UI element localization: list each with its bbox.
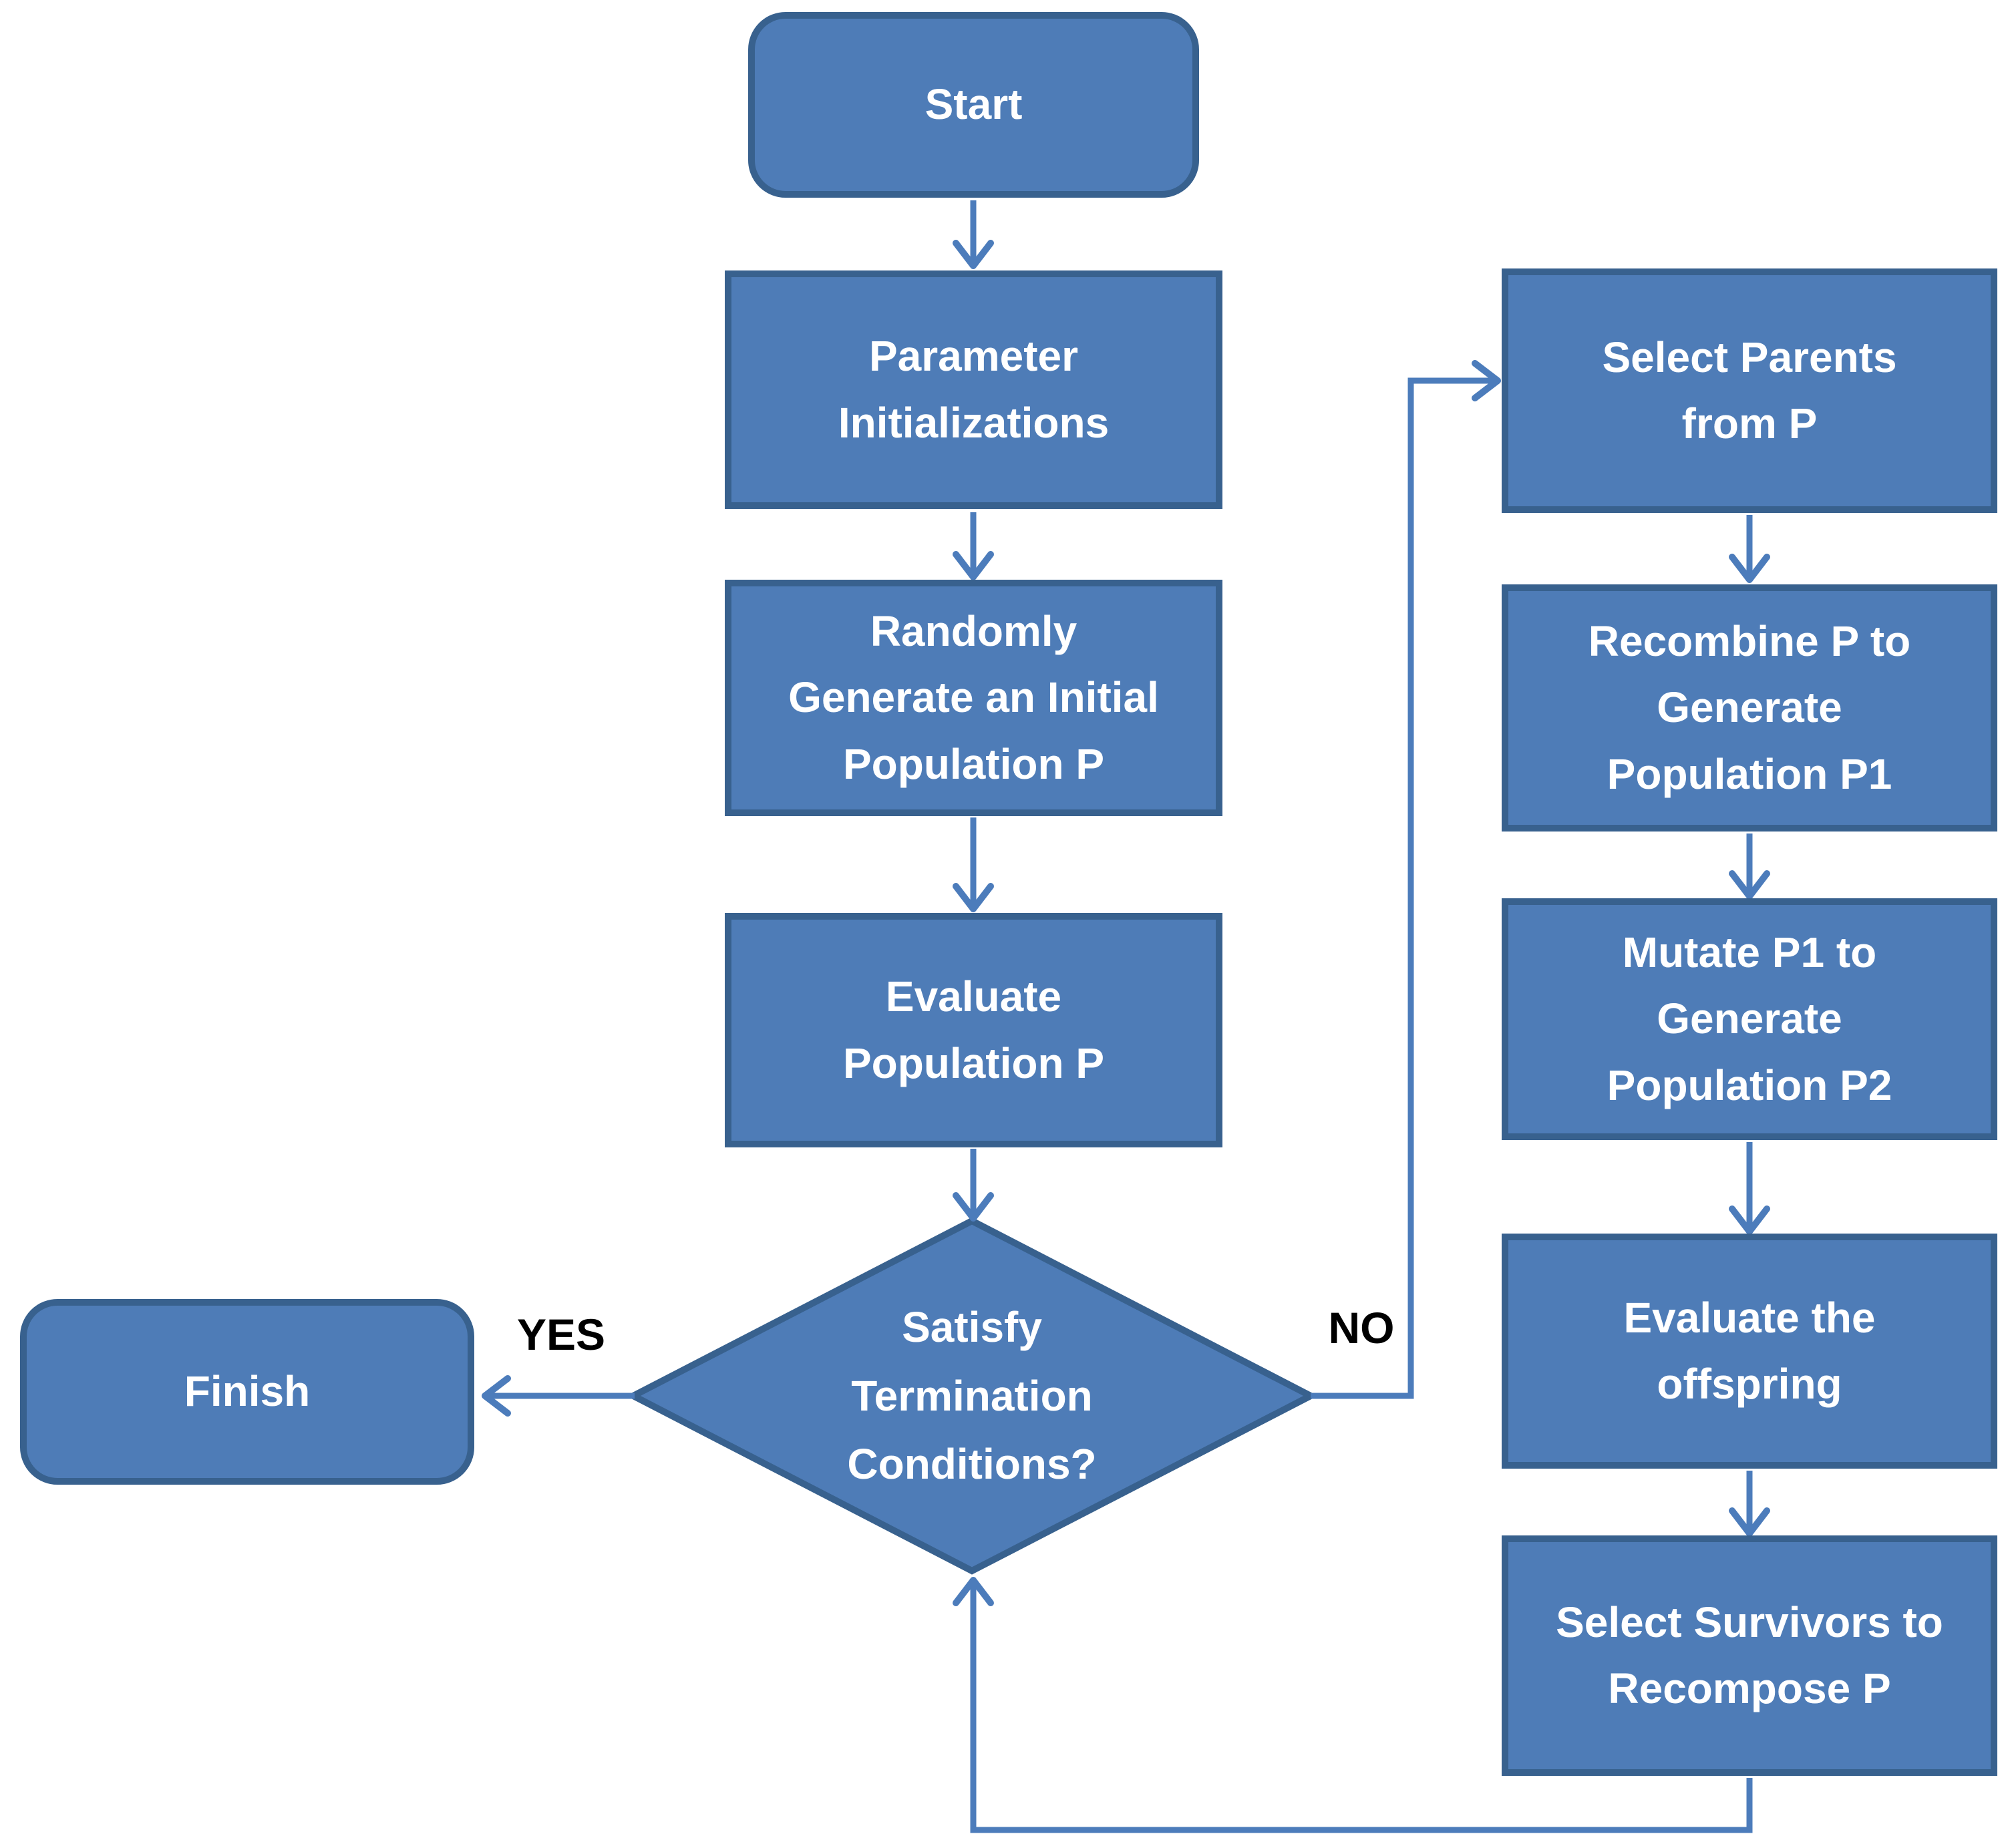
node-mutate-population: Mutate P1 to Generate Population P2: [1502, 898, 1997, 1140]
node-finish: Finish: [20, 1299, 474, 1485]
node-label: Evaluate the offspring: [1623, 1293, 1876, 1408]
node-start: Start: [748, 12, 1199, 198]
node-label: Randomly Generate an Initial Population …: [788, 607, 1159, 788]
node-label: Start: [925, 80, 1023, 129]
decision-diamond-shape: [626, 1217, 1318, 1575]
node-label: Recombine P to Generate Population P1: [1588, 617, 1911, 798]
yes-label-text: YES: [516, 1310, 606, 1359]
node-termination-decision: Satisfy Termination Conditions?: [772, 1296, 1172, 1496]
node-evaluate-population: Evaluate Population P: [725, 913, 1222, 1147]
no-label-text: NO: [1328, 1303, 1395, 1352]
node-label: Parameter Initializations: [838, 332, 1110, 447]
node-label: Finish: [184, 1367, 311, 1416]
node-recombine-population: Recombine P to Generate Population P1: [1502, 584, 1997, 831]
no-branch-label: NO: [1295, 1301, 1428, 1354]
node-label: Select Parents from P: [1602, 333, 1897, 447]
edge-select-survivors-to-decision: [953, 1577, 1753, 1833]
edge-decision-to-select-parents: [1311, 360, 1501, 1399]
node-label: Satisfy Termination Conditions?: [847, 1303, 1097, 1489]
node-evaluate-offspring: Evaluate the offspring: [1502, 1234, 1997, 1469]
yes-branch-label: YES: [488, 1308, 635, 1361]
node-generate-initial-population: Randomly Generate an Initial Population …: [725, 580, 1222, 816]
node-select-survivors: Select Survivors to Recompose P: [1502, 1535, 1997, 1776]
node-label: Mutate P1 to Generate Population P2: [1607, 928, 1892, 1109]
node-parameter-initializations: Parameter Initializations: [725, 270, 1222, 509]
node-label: Select Survivors to Recompose P: [1556, 1598, 1943, 1712]
node-label: Evaluate Population P: [842, 972, 1105, 1087]
node-select-parents: Select Parents from P: [1502, 268, 1997, 513]
